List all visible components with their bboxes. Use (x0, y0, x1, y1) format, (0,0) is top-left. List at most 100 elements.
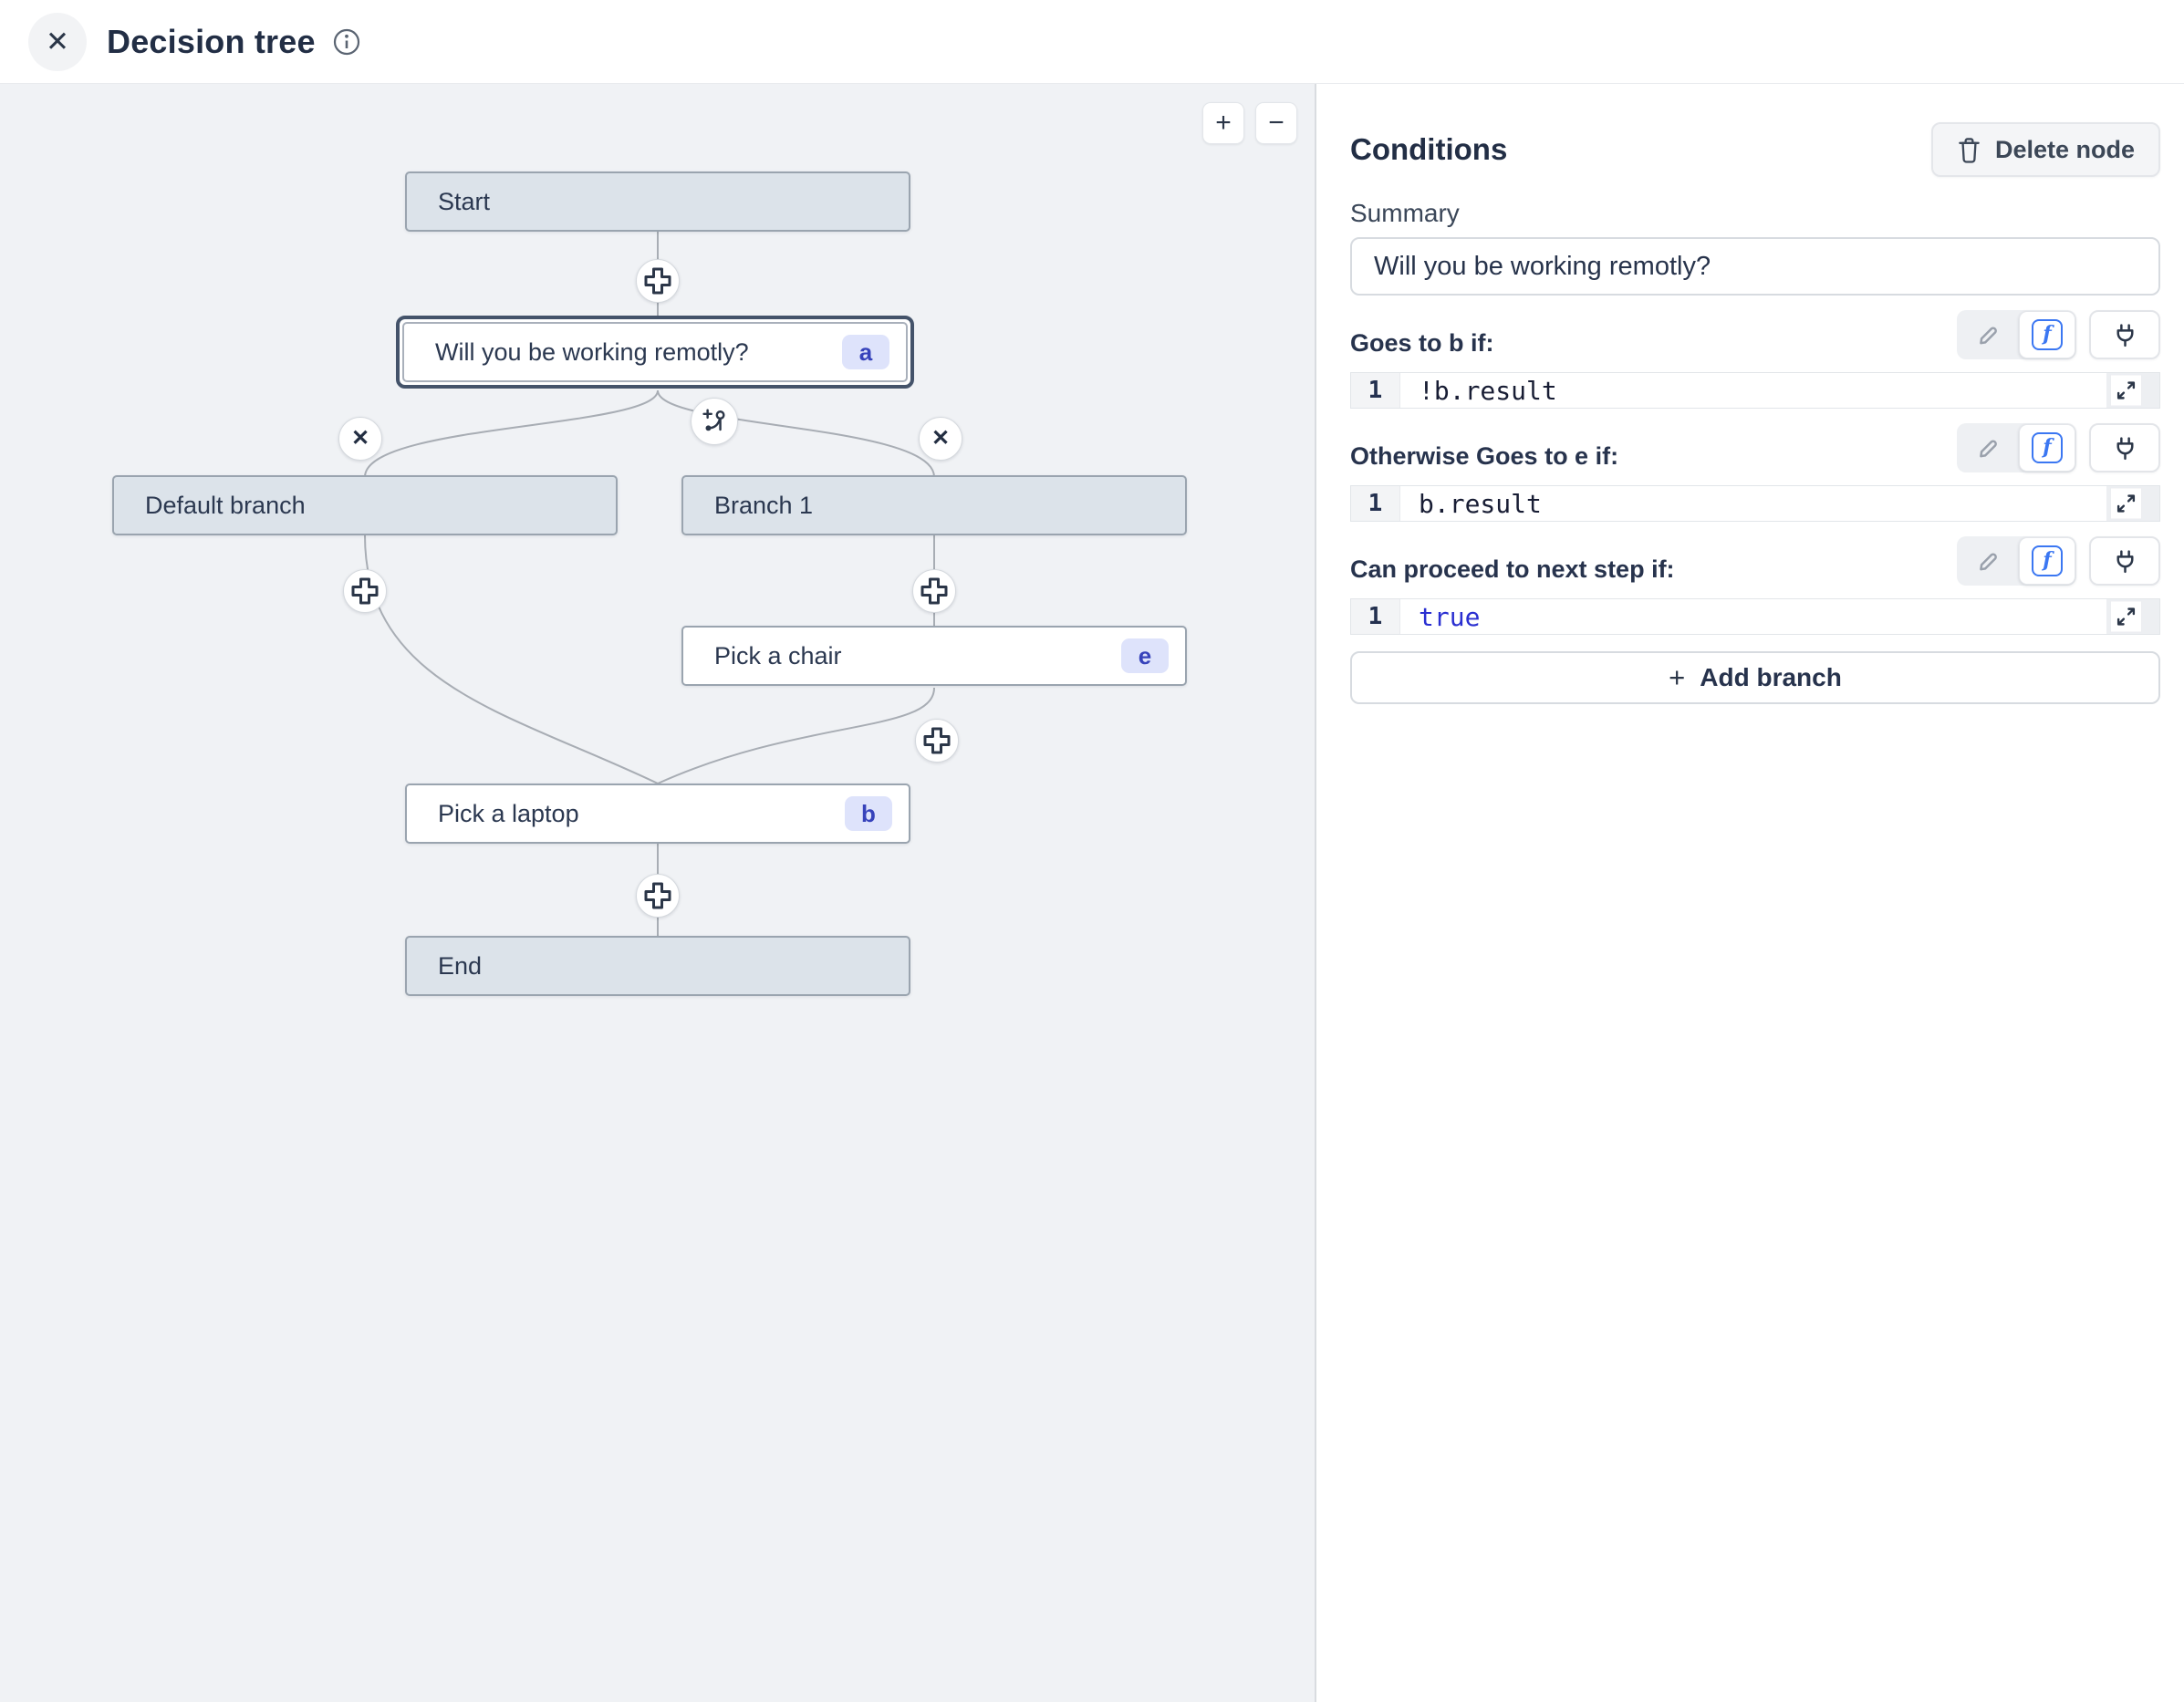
function-icon: f (2032, 319, 2063, 350)
branch-icon (702, 409, 725, 431)
text-mode-button[interactable] (1957, 310, 2019, 359)
remove-branch-button[interactable]: ✕ (338, 417, 382, 461)
expand-editor-button[interactable] (2110, 374, 2142, 407)
function-mode-button[interactable]: f (2019, 537, 2075, 585)
node-badge: e (1121, 638, 1169, 673)
plus-icon (351, 577, 379, 605)
plug-button[interactable] (2089, 423, 2160, 472)
expand-editor-button[interactable] (2110, 487, 2142, 520)
minus-icon: − (1268, 108, 1284, 138)
add-node-button[interactable] (636, 874, 680, 918)
plug-icon (2116, 549, 2134, 573)
delete-node-label: Delete node (1994, 135, 2135, 163)
expand-icon (2116, 381, 2136, 400)
code-editor[interactable]: 1 b.result (1350, 485, 2160, 522)
code-editor[interactable]: 1 true (1350, 598, 2160, 635)
code-editor[interactable]: 1 !b.result (1350, 372, 2160, 409)
node-label: End (438, 951, 483, 980)
x-icon: ✕ (350, 426, 370, 451)
plug-button[interactable] (2089, 536, 2160, 586)
node-question-selected[interactable]: Will you be working remotly? a (396, 316, 914, 389)
node-badge: b (845, 796, 892, 831)
panel-title: Conditions (1350, 132, 1508, 166)
x-icon: ✕ (931, 426, 951, 451)
editor-mode-controls: f (1957, 423, 2160, 472)
code-line[interactable]: !b.result (1400, 373, 2106, 408)
plus-icon: + (1669, 661, 1686, 693)
condition-label: Otherwise Goes to e if: (1350, 442, 1619, 470)
line-number: 1 (1351, 486, 1400, 521)
expand-icon (2116, 494, 2136, 513)
node-branch-1[interactable]: Branch 1 (681, 475, 1187, 535)
node-default-branch[interactable]: Default branch (112, 475, 618, 535)
code-line[interactable]: b.result (1400, 486, 2106, 521)
function-icon: f (2032, 545, 2063, 576)
zoom-in-button[interactable]: + (1202, 102, 1244, 144)
plus-icon (644, 882, 671, 909)
node-label: Branch 1 (714, 491, 814, 519)
line-number: 1 (1351, 599, 1400, 634)
zoom-out-button[interactable]: − (1255, 102, 1297, 144)
node-question[interactable]: Will you be working remotly? a (402, 322, 908, 382)
panel-header: Conditions Delete node (1350, 122, 2160, 177)
expand-editor-button[interactable] (2110, 600, 2142, 633)
node-pick-laptop[interactable]: Pick a laptop b (405, 784, 910, 844)
page-title: Decision tree (107, 22, 316, 60)
condition-section-goes-to-b: Goes to b if: f (1350, 310, 2160, 409)
add-node-button[interactable] (343, 569, 387, 613)
text-mode-button[interactable] (1957, 536, 2019, 586)
info-icon[interactable] (332, 27, 361, 57)
add-node-button[interactable] (636, 259, 680, 303)
node-badge: a (842, 335, 889, 369)
node-label: Start (438, 187, 491, 215)
plus-icon: + (1215, 108, 1232, 138)
plug-button[interactable] (2089, 310, 2160, 359)
code-line[interactable]: true (1400, 599, 2106, 634)
condition-section-can-proceed: Can proceed to next step if: f (1350, 536, 2160, 635)
mode-toggle: f (1957, 536, 2076, 586)
mode-toggle: f (1957, 310, 2076, 359)
top-bar: ✕ Decision tree (0, 0, 2184, 84)
summary-input[interactable] (1350, 237, 2160, 296)
node-label: Pick a laptop (438, 799, 579, 827)
editor-mode-controls: f (1957, 310, 2160, 359)
pencil-icon (1980, 327, 1997, 345)
node-label: Default branch (145, 491, 306, 519)
text-mode-button[interactable] (1957, 423, 2019, 472)
add-node-button[interactable] (912, 569, 956, 613)
plus-icon (644, 267, 671, 295)
condition-label: Goes to b if: (1350, 329, 1494, 357)
close-icon: ✕ (46, 25, 69, 57)
function-mode-button[interactable]: f (2019, 424, 2075, 472)
node-end[interactable]: End (405, 936, 910, 996)
add-node-button[interactable] (915, 719, 959, 763)
node-pick-chair[interactable]: Pick a chair e (681, 626, 1187, 686)
plus-icon (920, 577, 948, 605)
plus-icon (923, 727, 951, 754)
node-label: Will you be working remotly? (435, 337, 749, 366)
condition-label: Can proceed to next step if: (1350, 555, 1675, 583)
flow-canvas[interactable]: Start Will you be working remotly? a Def… (0, 84, 1316, 1702)
close-button[interactable]: ✕ (28, 12, 87, 71)
node-start[interactable]: Start (405, 171, 910, 232)
node-label: Pick a chair (714, 641, 842, 669)
expand-icon (2116, 607, 2136, 626)
add-branch-split-button[interactable] (691, 398, 738, 445)
summary-label: Summary (1350, 199, 1460, 227)
editor-mode-controls: f (1957, 536, 2160, 586)
delete-node-button[interactable]: Delete node (1930, 122, 2160, 177)
function-mode-button[interactable]: f (2019, 311, 2075, 358)
pencil-icon (1980, 440, 1997, 458)
remove-branch-button[interactable]: ✕ (919, 417, 962, 461)
line-number: 1 (1351, 373, 1400, 408)
trash-icon (1959, 137, 1980, 163)
plug-icon (2116, 323, 2134, 347)
add-branch-label: Add branch (1700, 663, 1842, 691)
condition-section-otherwise-e: Otherwise Goes to e if: f (1350, 423, 2160, 522)
mode-toggle: f (1957, 423, 2076, 472)
plug-icon (2116, 436, 2134, 460)
add-branch-button[interactable]: + Add branch (1350, 651, 2160, 704)
function-icon: f (2032, 432, 2063, 463)
conditions-panel: Conditions Delete node Summary Goes to b… (1316, 84, 2184, 1702)
pencil-icon (1980, 553, 1997, 571)
